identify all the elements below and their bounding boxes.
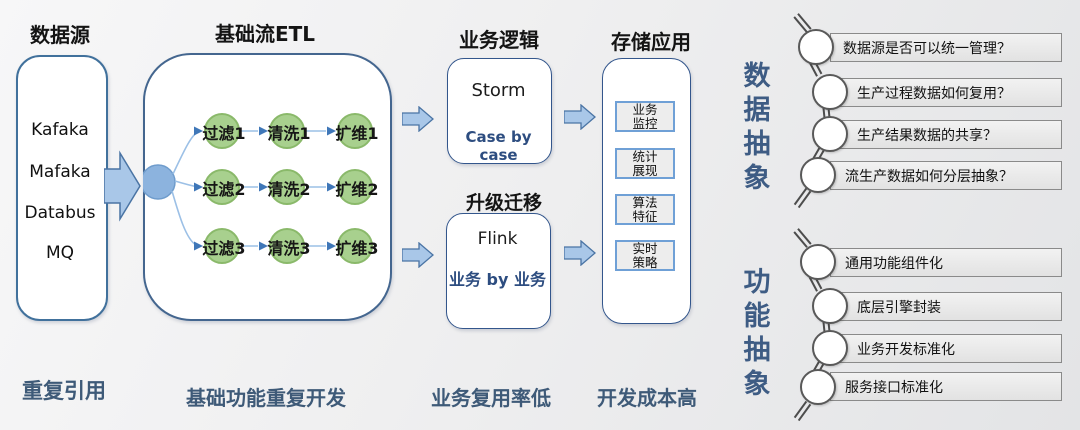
header-etl: 基础流ETL — [215, 22, 316, 46]
arrowhead-r2-a — [259, 182, 268, 192]
etl-node-circle — [337, 169, 373, 205]
datasource-box — [16, 55, 108, 321]
etl-node-label: 扩维1 — [335, 124, 379, 143]
flink-mode: 业务 by 业务 — [448, 270, 547, 289]
etl-node-label: 过滤2 — [202, 180, 246, 199]
fan-arrowhead-row2 — [194, 182, 203, 192]
footer-low-reuse: 业务复用率低 — [431, 386, 551, 410]
etl-node-circle — [204, 228, 240, 264]
abstraction-item: 流生产数据如何分层抽象？ — [830, 161, 1062, 190]
etl-flow-graphic — [143, 126, 336, 251]
storage-app-realtime: 实时策略 — [615, 240, 675, 271]
arrow-flink-to-storage-icon — [564, 240, 596, 266]
arrowhead-r2-b — [327, 182, 336, 192]
abstraction-item: 底层引擎封装 — [830, 292, 1062, 321]
arrow-storm-to-storage-icon — [564, 104, 596, 130]
storm-box — [447, 58, 552, 164]
chain-node-circle — [798, 29, 834, 65]
arrowhead-r3-a — [259, 241, 268, 251]
fan-arrowhead-row3 — [194, 241, 203, 251]
etl-node-label: 清洗3 — [267, 239, 311, 258]
datasource-item-mafaka: Mafaka — [29, 162, 91, 182]
etl-node-circle — [269, 228, 305, 264]
chain-node-circle — [812, 330, 848, 366]
arrowhead-r1-a — [259, 126, 268, 136]
arrow-datasource-to-etl-icon — [104, 150, 141, 222]
footer-repeated-reference: 重复引用 — [22, 379, 106, 403]
header-datasource: 数据源 — [30, 23, 90, 47]
chain-node-circle — [812, 116, 848, 152]
abstraction-item: 业务开发标准化 — [830, 334, 1062, 363]
etl-node-label: 过滤3 — [202, 239, 246, 258]
chain-link — [793, 400, 812, 422]
chain-node-circle — [800, 157, 836, 193]
storm-name: Storm — [471, 80, 526, 101]
title-function-abstraction: 功能抽象 — [743, 267, 771, 400]
flink-box — [446, 213, 551, 329]
footer-high-cost: 开发成本高 — [597, 386, 697, 410]
arrowhead-r3-b — [327, 241, 336, 251]
etl-node-label: 清洗2 — [267, 180, 311, 199]
datasource-item-databus: Databus — [24, 203, 96, 223]
etl-node-circle — [269, 169, 305, 205]
header-migration: 升级迁移 — [466, 192, 543, 214]
arrow-etl-to-storm-icon — [402, 106, 434, 132]
etl-node-circle — [204, 113, 240, 149]
title-data-abstraction: 数据抽象 — [743, 61, 771, 194]
etl-node-circle — [204, 169, 240, 205]
chain-node-circle — [800, 369, 836, 405]
stream-hub-circle — [143, 164, 176, 200]
fan-arrowhead-row1 — [194, 126, 203, 136]
etl-node-label: 扩维3 — [335, 239, 379, 258]
chain-link — [793, 228, 812, 248]
abstraction-item: 服务接口标准化 — [830, 372, 1062, 401]
storage-box — [602, 58, 691, 324]
storm-mode: Case by case — [465, 128, 532, 164]
abstraction-item: 数据源是否可以统一管理？ — [830, 33, 1062, 62]
datasource-item-kafaka: Kafaka — [31, 120, 89, 140]
footer-duplicate-development: 基础功能重复开发 — [186, 386, 346, 410]
storage-app-statistics: 统计展现 — [615, 148, 675, 179]
etl-node-circle — [269, 113, 305, 149]
header-storage-app: 存储应用 — [611, 30, 691, 54]
etl-node-label: 过滤1 — [202, 124, 246, 143]
abstraction-item: 生产结果数据的共享？ — [830, 120, 1062, 149]
fan-curve-row3 — [171, 190, 197, 246]
header-business-logic: 业务逻辑 — [459, 28, 539, 52]
storage-app-algorithm: 算法特征 — [615, 194, 675, 225]
storage-app-monitoring: 业务监控 — [615, 101, 675, 132]
abstraction-item: 生产过程数据如何复用？ — [830, 78, 1062, 107]
etl-node-circle — [337, 113, 373, 149]
etl-node-label: 扩维2 — [335, 180, 379, 199]
arrowhead-r1-b — [327, 126, 336, 136]
chain-node-circle — [812, 288, 848, 324]
chain-node-circle — [812, 74, 848, 110]
flink-name: Flink — [477, 229, 518, 249]
etl-node-circle — [337, 228, 373, 264]
chain-node-circle — [800, 244, 836, 280]
arrow-etl-to-flink-icon — [402, 242, 434, 268]
datasource-item-mq: MQ — [45, 243, 75, 263]
abstraction-item: 通用功能组件化 — [830, 248, 1062, 277]
etl-node-label: 清洗1 — [267, 124, 311, 143]
